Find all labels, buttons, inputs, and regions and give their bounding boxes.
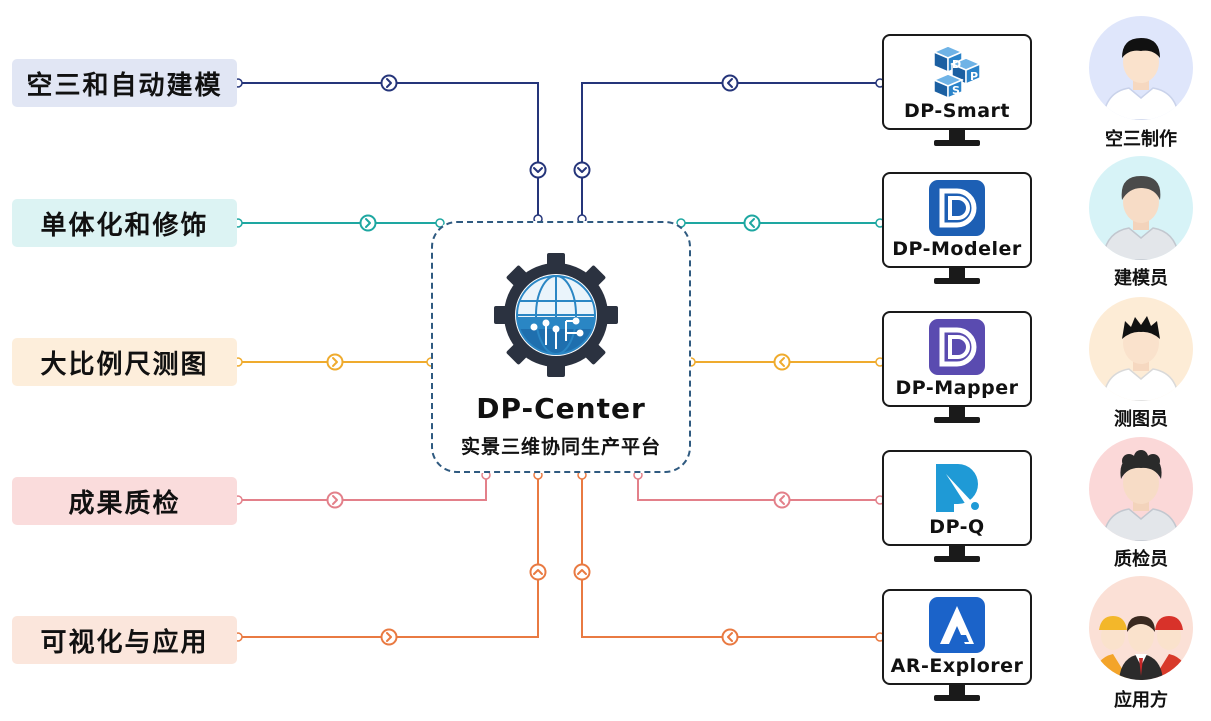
arrow-left-chevron [779,495,785,505]
svg-text:P: P [970,70,978,83]
label-visualization-application: 可视化与应用 [12,616,237,664]
arrow-left-icon [773,353,791,371]
arrow-down-icon [573,161,591,179]
center-title: DP-Center [476,392,646,425]
arrow-left-chevron [727,78,733,88]
arrow-right-chevron [386,78,392,88]
connector-line-1-right [581,82,880,219]
arrow-right-icon [359,214,377,232]
connector-line-5-right [581,475,880,638]
arrow-right-icon [326,491,344,509]
avatar-application-users [1089,576,1193,680]
arrow-right-chevron [386,632,392,642]
role-label: 建模员 [1114,268,1168,289]
arrow-down-chevron [533,167,543,173]
role-label: 应用方 [1114,690,1168,711]
arrow-left-icon [743,214,761,232]
dp-smart-cube-icon: DPS [932,45,982,98]
app-name: DP-Mapper [895,377,1019,399]
arrow-right-chevron [365,218,371,228]
arrow-right-chevron [332,357,338,367]
arrow-down-icon [529,161,547,179]
arrow-right-chevron [332,495,338,505]
arrow-right-icon [326,353,344,371]
label-quality-check: 成果质检 [12,477,237,525]
connector-line-1-left [238,82,539,219]
avatar-modeler [1089,156,1193,260]
svg-text:S: S [952,84,960,97]
monitor-dp-modeler: DP-Modeler [882,172,1032,298]
monitor-dp-mapper: DP-Mapper [882,311,1032,437]
role-label: 质检员 [1114,549,1168,570]
app-name: AR-Explorer [890,655,1024,677]
arrow-left-icon [721,628,739,646]
arrow-left-chevron [779,357,785,367]
role-label: 测图员 [1114,409,1168,430]
arrow-up-icon [573,563,591,581]
connector-line-5-left [238,475,539,638]
connector-line-4-left [238,475,487,501]
app-name: DP-Smart [903,100,1010,122]
connector-line-4-right [637,475,880,501]
arrow-right-icon [380,74,398,92]
role-label: 空三制作 [1105,129,1177,150]
dp-modeler-icon [929,180,985,236]
center-subtitle: 实景三维协同生产平台 [460,436,661,458]
arrow-right-icon [380,628,398,646]
dp-mapper-icon [929,319,985,375]
arrow-left-chevron [749,218,755,228]
monitor-ar-explorer: AR-Explorer [882,589,1032,715]
avatar-aerotriangulation-operator [1089,16,1193,120]
avatar-surveyor [1089,297,1193,401]
svg-text:D: D [952,58,961,71]
arrow-left-icon [721,74,739,92]
label-large-scale-mapping: 大比例尺测图 [12,338,237,386]
label-aerotriangulation: 空三和自动建模 [12,59,237,107]
arrow-left-icon [773,491,791,509]
arrow-up-chevron [533,569,543,575]
dp-q-icon [936,464,979,512]
monitor-dp-q: DP-Q [882,450,1032,576]
app-name: DP-Q [929,516,985,538]
arrow-down-chevron [577,167,587,173]
ar-explorer-icon [929,597,985,653]
arrow-up-chevron [577,569,587,575]
avatar-quality-inspector [1089,437,1193,541]
dp-center-gear-globe-icon [494,253,618,377]
app-name: DP-Modeler [892,238,1022,260]
arrow-left-chevron [727,632,733,642]
label-monomer-repair: 单体化和修饰 [12,199,237,247]
arrow-up-icon [529,563,547,581]
